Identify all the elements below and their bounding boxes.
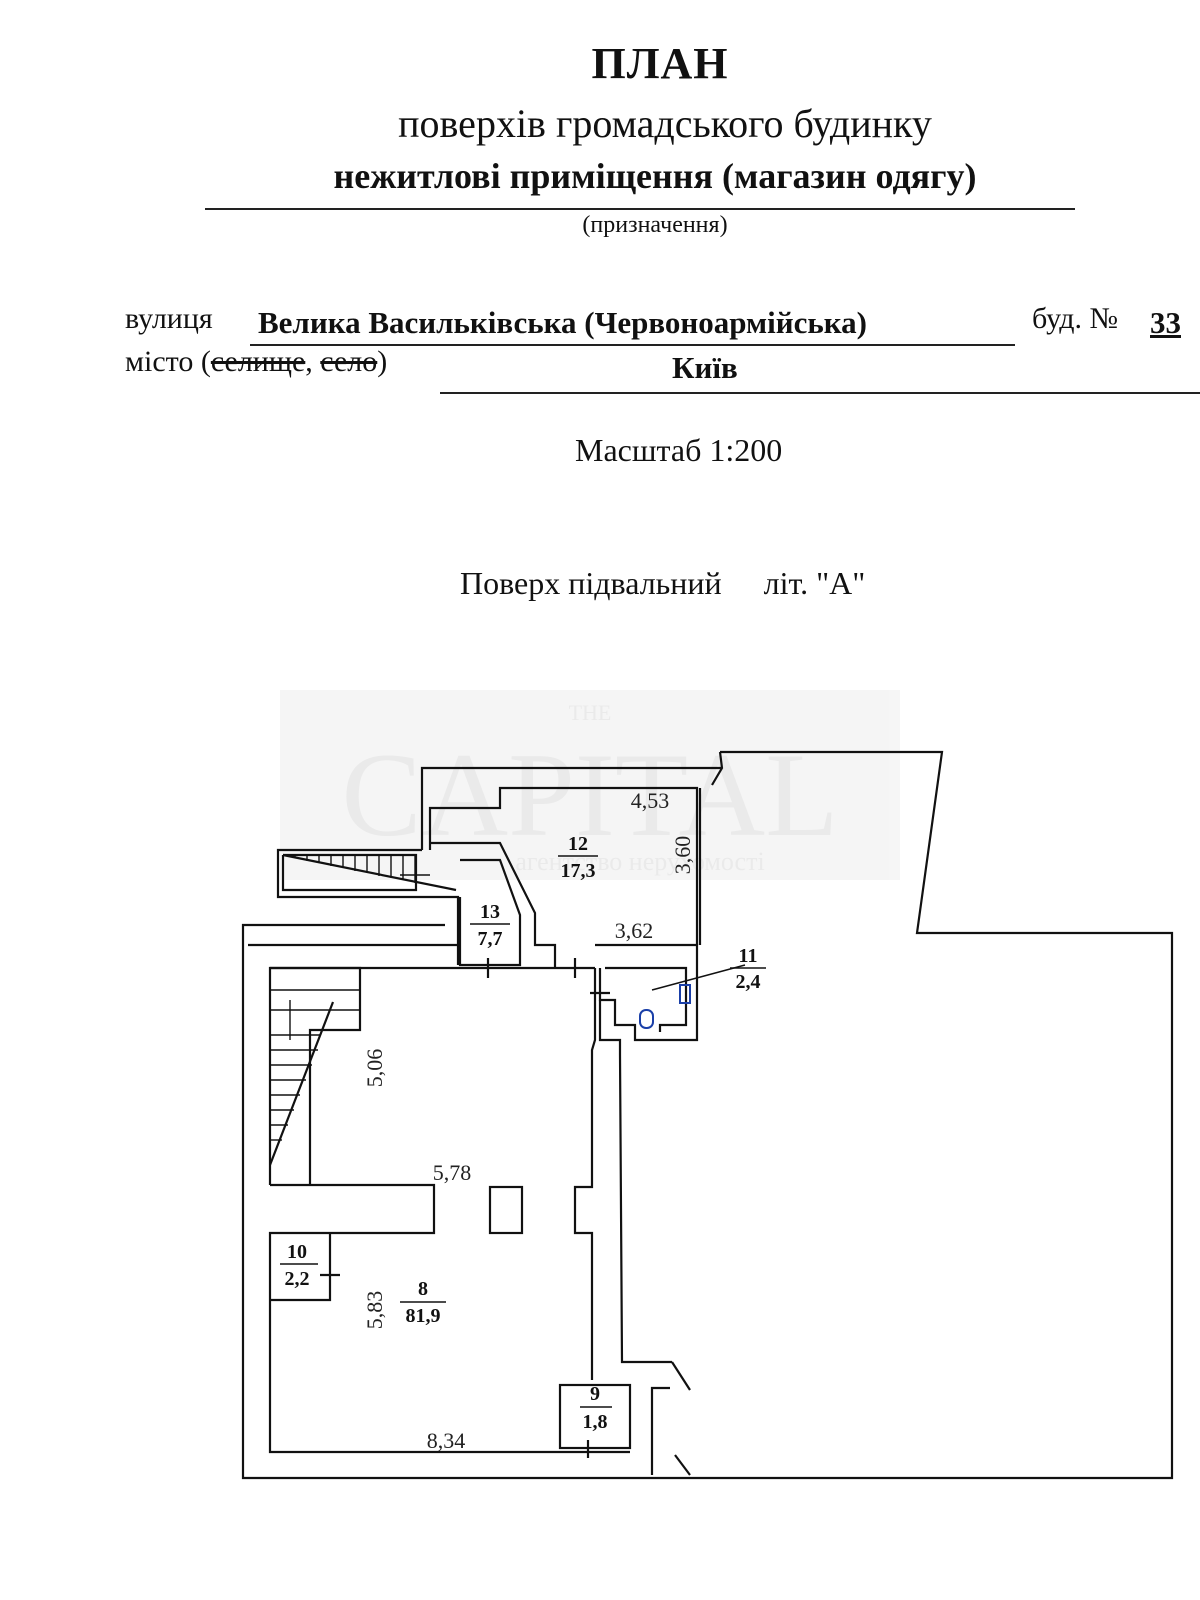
street-value: Велика Васильківська (Червоноармійська) (258, 305, 867, 340)
document-subtitle: поверхів громадського будинку (398, 101, 932, 146)
city-suffix: ) (377, 345, 388, 378)
city-label: місто (селище, село) (125, 345, 387, 379)
room-13-number: 13 (480, 901, 500, 923)
city-struck-village: село (320, 345, 378, 378)
dim-4-53: 4,53 (631, 788, 670, 813)
walls (241, 750, 1174, 1480)
watermark-top: THE (569, 700, 612, 725)
room-8-number: 8 (418, 1278, 428, 1300)
room-labels: 8 81,9 9 1,8 10 2,2 11 2,4 12 17,3 13 7,… (280, 833, 766, 1433)
building-label: буд. № (1032, 302, 1119, 335)
room-12 (428, 786, 699, 945)
room-11-number: 11 (739, 945, 758, 967)
room-9 (558, 1383, 632, 1450)
room-10-area: 2,2 (285, 1268, 310, 1290)
dimension-labels: 4,53 3,60 3,62 5,06 5,78 5,83 8,34 (362, 788, 695, 1453)
room-10 (270, 1233, 332, 1302)
outer-wall (241, 750, 1174, 1480)
room-9-area: 1,8 (583, 1411, 608, 1433)
dim-5-06: 5,06 (362, 1049, 387, 1088)
room-11-area: 2,4 (736, 971, 761, 993)
sink-icon (679, 984, 691, 1004)
room-12-number: 12 (568, 833, 588, 855)
street-label: вулиця (125, 302, 213, 335)
room-13 (458, 858, 522, 967)
city-prefix: місто ( (125, 345, 211, 378)
dim-3-62: 3,62 (615, 918, 654, 943)
city-value: Київ (672, 350, 738, 385)
room-9-number: 9 (590, 1383, 600, 1405)
watermark-bottom: агентство нерухомості (515, 847, 764, 876)
corridor-wall (598, 1000, 672, 1364)
city-struck-settlement: селище (210, 345, 306, 378)
building-purpose: нежитлові приміщення (магазин одягу) (333, 156, 977, 196)
room-12-area: 17,3 (561, 860, 596, 882)
city-sep: , (305, 345, 321, 378)
floor-letter: літ. "А" (763, 565, 866, 601)
room-13-area: 7,7 (478, 928, 503, 950)
room-11 (595, 943, 699, 1042)
watermark: THE CAPITAL агентство нерухомості (280, 690, 900, 880)
stair-block (276, 848, 460, 965)
column (488, 1185, 524, 1235)
dim-8-34: 8,34 (427, 1428, 466, 1453)
dim-5-83: 5,83 (362, 1291, 387, 1330)
purpose-hint: (призначення) (582, 212, 728, 238)
dim-3-60: 3,60 (670, 836, 695, 875)
floor-name: Поверх підвальний (460, 565, 722, 601)
dim-5-78: 5,78 (433, 1160, 472, 1185)
floor-label: Поверх підвальний літ. "А" (460, 565, 865, 602)
partition (268, 1183, 630, 1454)
street-underline (250, 344, 1015, 346)
purpose-underline (205, 208, 1075, 210)
room-8-area: 81,9 (406, 1305, 441, 1327)
document-title: ПЛАН (591, 39, 729, 88)
building-number: 33 (1150, 305, 1181, 340)
fixtures (639, 984, 691, 1029)
room-12-outer-top (420, 766, 722, 850)
room-10-number: 10 (287, 1241, 307, 1263)
toilet-icon (639, 1009, 654, 1029)
watermark-main: CAPITAL (341, 728, 838, 861)
scale-label: Масштаб 1:200 (575, 432, 783, 468)
city-underline (440, 392, 1200, 394)
